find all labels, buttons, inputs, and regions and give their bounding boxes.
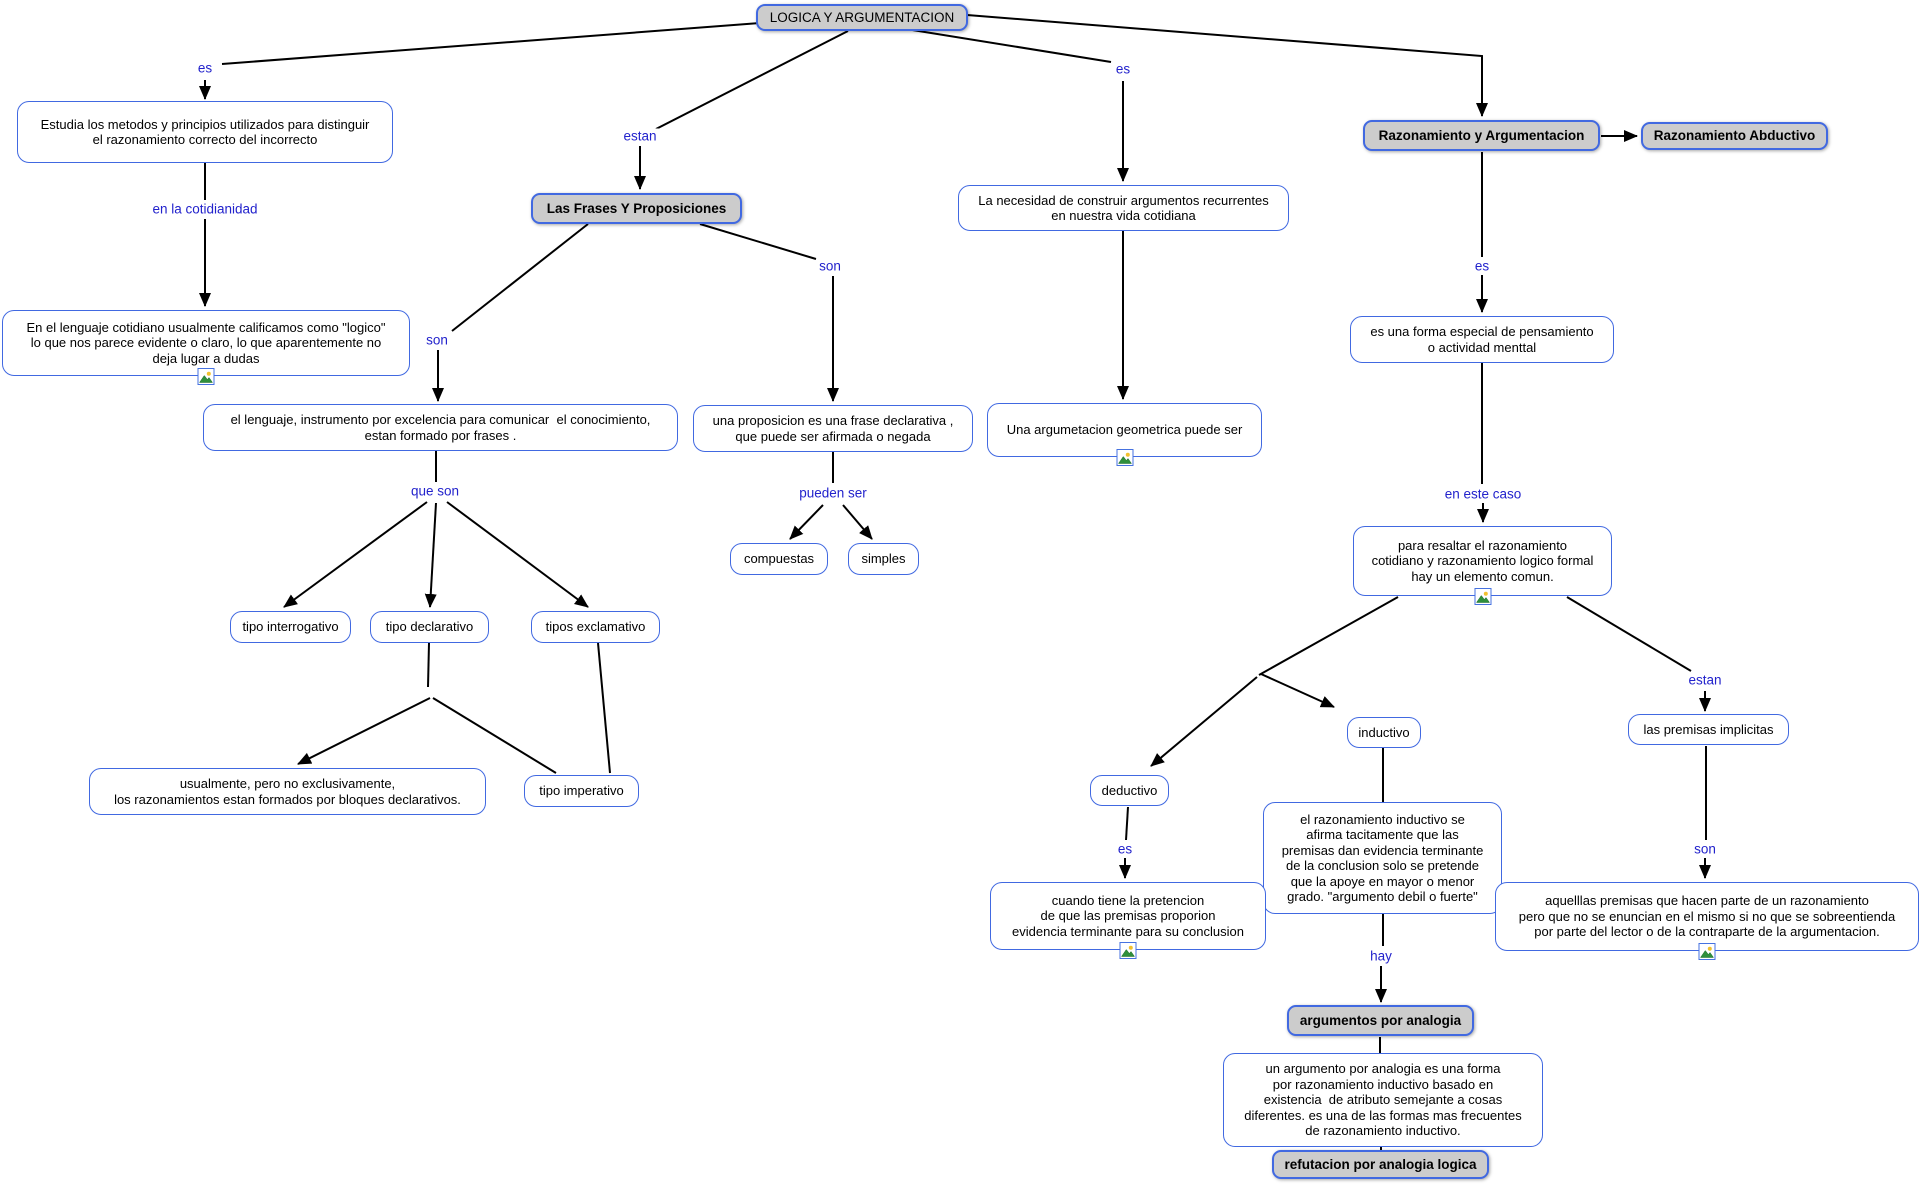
node-text: un argumento por analogia es una forma p…	[1244, 1061, 1522, 1139]
link-label-en-este-caso[interactable]: en este caso	[1441, 486, 1525, 502]
node-razonamiento-argumentacion[interactable]: Razonamiento y Argumentacion	[1363, 120, 1600, 151]
node-text: En el lenguaje cotidiano usualmente cali…	[26, 319, 386, 366]
node-logica[interactable]: LOGICA Y ARGUMENTACION	[756, 4, 968, 31]
node-text: refutacion por analogia logica	[1284, 1156, 1477, 1172]
node-text: deductivo	[1101, 782, 1158, 798]
image-resource-icon[interactable]	[1474, 588, 1491, 605]
link-label-estan-1[interactable]: estan	[620, 128, 660, 144]
node-razonamiento-abductivo[interactable]: Razonamiento Abductivo	[1641, 122, 1828, 150]
node-argumentos-analogia[interactable]: argumentos por analogia	[1287, 1005, 1474, 1036]
node-argumento-analogia-desc[interactable]: un argumento por analogia es una forma p…	[1223, 1053, 1543, 1147]
link-label-estan-2[interactable]: estan	[1685, 672, 1725, 688]
node-compuestas[interactable]: compuestas	[730, 543, 828, 575]
node-text: argumentos por analogia	[1299, 1012, 1462, 1028]
edge-line	[1566, 596, 1692, 672]
image-resource-icon[interactable]	[1119, 942, 1137, 959]
link-label-hay[interactable]: hay	[1367, 948, 1395, 964]
edge-line	[1125, 806, 1129, 841]
edge-line	[221, 22, 761, 65]
edge-line	[966, 14, 1488, 117]
node-text: una proposicion es una frase declarativa…	[712, 413, 954, 444]
edge-line	[297, 697, 431, 765]
node-aquelllas-premisas[interactable]: aquelllas premisas que hacen parte de un…	[1495, 882, 1919, 960]
node-premisas-implicitas[interactable]: las premisas implicitas	[1628, 714, 1789, 745]
node-tipo-interrogativo[interactable]: tipo interrogativo	[230, 611, 351, 643]
link-label-son-1[interactable]: son	[423, 332, 451, 348]
link-label-que-son[interactable]: que son	[407, 483, 463, 499]
node-refutacion-analogia[interactable]: refutacion por analogia logica	[1272, 1150, 1489, 1179]
node-estudia[interactable]: Estudia los metodos y principios utiliza…	[17, 101, 393, 163]
edge-line	[1260, 673, 1335, 708]
node-text: es una forma especial de pensamiento o a…	[1370, 324, 1594, 355]
node-proposicion[interactable]: una proposicion es una frase declarativa…	[693, 405, 973, 452]
node-text: el razonamiento inductivo se afirma taci…	[1281, 811, 1484, 905]
edge-line	[655, 30, 849, 130]
node-text: LOGICA Y ARGUMENTACION	[769, 9, 955, 25]
node-text: Una argumetacion geometrica puede ser	[1006, 422, 1243, 438]
node-text: La necesidad de construir argumentos rec…	[978, 192, 1269, 224]
edge-line	[789, 504, 824, 540]
edge-line	[899, 27, 1112, 63]
link-label-es-4[interactable]: es	[1114, 841, 1136, 857]
image-resource-icon[interactable]	[1116, 449, 1133, 466]
node-text: inductivo	[1358, 724, 1410, 740]
node-lenguaje-instrumento[interactable]: el lenguaje, instrumento por excelencia …	[203, 404, 678, 451]
node-argumetacion-geometrica[interactable]: Una argumetacion geometrica puede ser	[987, 403, 1262, 466]
node-necesidad[interactable]: La necesidad de construir argumentos rec…	[958, 185, 1289, 231]
node-text: tipo declarativo	[385, 619, 474, 635]
node-deductivo[interactable]: deductivo	[1090, 775, 1169, 806]
image-resource-icon[interactable]	[1698, 943, 1716, 960]
node-forma-especial[interactable]: es una forma especial de pensamiento o a…	[1350, 316, 1614, 363]
node-text: el lenguaje, instrumento por excelencia …	[230, 412, 651, 443]
edges-group	[199, 14, 1711, 1150]
node-text: Las Frases Y Proposiciones	[546, 200, 727, 216]
node-tipo-declarativo[interactable]: tipo declarativo	[370, 611, 489, 643]
node-frases-proposiciones[interactable]: Las Frases Y Proposiciones	[531, 193, 742, 224]
link-label-es-3[interactable]: es	[1471, 258, 1493, 274]
node-razonamiento-inductivo-desc[interactable]: el razonamiento inductivo se afirma taci…	[1263, 802, 1502, 914]
link-label-son-3[interactable]: son	[1691, 841, 1719, 857]
edge-line	[446, 501, 589, 608]
node-tipo-imperativo[interactable]: tipo imperativo	[524, 775, 639, 807]
node-text: las premisas implicitas	[1643, 721, 1774, 737]
edge-line	[597, 642, 611, 774]
node-simples[interactable]: simples	[848, 543, 919, 575]
node-text: para resaltar el razonamiento cotidiano …	[1371, 537, 1594, 584]
edge-line	[1150, 676, 1258, 767]
edge-line	[1258, 596, 1399, 676]
link-label-pueden-ser[interactable]: pueden ser	[796, 485, 870, 501]
node-text: cuando tiene la pretencion de que las pr…	[1012, 892, 1244, 939]
link-label-son-2[interactable]: son	[816, 258, 844, 274]
node-text: compuestas	[743, 551, 815, 567]
node-tipos-exclamativo[interactable]: tipos exclamativo	[531, 611, 660, 643]
node-text: tipos exclamativo	[545, 619, 646, 635]
node-text: usualmente, pero no exclusivamente, los …	[114, 776, 461, 807]
node-text: aquelllas premisas que hacen parte de un…	[1518, 893, 1896, 940]
node-text: Razonamiento y Argumentacion	[1378, 127, 1585, 143]
edge-line	[283, 501, 428, 608]
node-usualmente[interactable]: usualmente, pero no exclusivamente, los …	[89, 768, 486, 815]
link-label-es-2[interactable]: es	[1112, 61, 1134, 77]
node-text: Estudia los metodos y principios utiliza…	[40, 116, 370, 148]
edge-line	[424, 502, 437, 608]
node-inductivo[interactable]: inductivo	[1347, 717, 1421, 748]
node-para-resaltar[interactable]: para resaltar el razonamiento cotidiano …	[1353, 526, 1612, 605]
image-resource-icon[interactable]	[197, 368, 215, 385]
link-label-es-1[interactable]: es	[194, 60, 216, 76]
node-text: Razonamiento Abductivo	[1653, 128, 1816, 144]
edge-line	[842, 504, 873, 540]
node-cuando-tiene[interactable]: cuando tiene la pretencion de que las pr…	[990, 882, 1266, 959]
node-lenguaje-cotidiano[interactable]: En el lenguaje cotidiano usualmente cali…	[2, 310, 410, 385]
edge-line	[432, 697, 557, 774]
edge-line	[451, 223, 589, 332]
edge-line	[427, 642, 430, 688]
node-text: tipo interrogativo	[242, 619, 339, 635]
edge-line	[699, 223, 817, 260]
node-text: tipo imperativo	[539, 783, 624, 799]
node-text: simples	[861, 551, 906, 567]
link-label-en-la-cotidianidad[interactable]: en la cotidianidad	[149, 201, 261, 217]
